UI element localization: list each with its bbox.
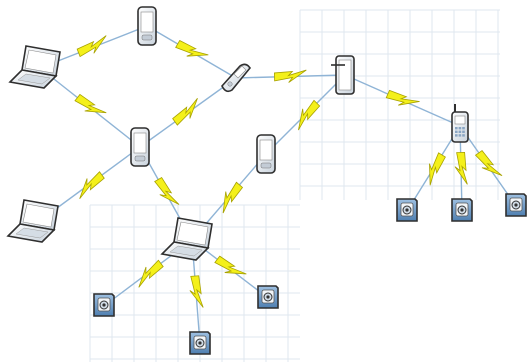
- wireless-link-tablet-top-right-to-smartphone-right: [344, 74, 461, 127]
- links-layer: [37, 25, 517, 345]
- lightning-bolt-icon: [298, 99, 321, 131]
- lightning-bolt-icon: [273, 69, 307, 83]
- wireless-link-smartphone-right-to-camera-right-3: [459, 125, 517, 207]
- lightning-bolt-icon: [429, 152, 446, 186]
- camera-right-1-camera-icon: [396, 198, 418, 222]
- camera-right-2-camera-icon: [451, 198, 473, 222]
- smartphone-right-smartphone-icon: [451, 104, 469, 143]
- camera-right-3-camera-icon: [505, 193, 527, 217]
- lightning-bolt-icon: [79, 171, 105, 200]
- background-grid: [89, 9, 500, 362]
- lightning-bolt-icon: [138, 259, 164, 288]
- wireless-link-pda-top-to-cellphone-center: [146, 25, 237, 79]
- wireless-link-smartphone-right-to-camera-right-1: [406, 125, 461, 212]
- lightning-bolt-icon: [189, 275, 204, 308]
- camera-hub-2-camera-icon: [189, 331, 211, 355]
- laptop-bottom-left-laptop-icon: [6, 199, 59, 243]
- wireless-link-tablet-top-right-to-pda-center: [265, 74, 346, 155]
- lightning-bolt-icon: [154, 177, 180, 205]
- lightning-bolt-icon: [74, 93, 107, 114]
- lightning-bolt-icon: [385, 89, 420, 106]
- pda-top-pda-icon: [137, 6, 157, 46]
- laptop-top-left-laptop-icon: [8, 45, 61, 89]
- laptop-hub-laptop-icon: [160, 217, 213, 261]
- lightning-bolt-icon: [474, 150, 503, 177]
- lightning-bolt-icon: [172, 98, 198, 126]
- lightning-bolt-icon: [175, 39, 209, 57]
- wireless-link-pda-left-to-cellphone-center: [139, 77, 237, 148]
- pda-center-pda-icon: [256, 134, 276, 174]
- pda-left-pda-icon: [130, 127, 150, 167]
- lightning-bolt-icon: [214, 255, 247, 275]
- camera-hub-3-camera-icon: [257, 285, 279, 309]
- tablet-top-right-tablet-icon: [331, 55, 355, 95]
- cellphone-center-cellphone-icon: [221, 63, 251, 93]
- lightning-bolt-icon: [454, 152, 468, 185]
- lightning-bolt-icon: [76, 35, 107, 58]
- wireless-link-cellphone-center-to-tablet-top-right: [235, 69, 346, 83]
- wireless-link-laptop-top-left-to-pda-left: [39, 67, 141, 148]
- lightning-bolt-icon: [222, 181, 244, 214]
- nodes-layer: [6, 6, 527, 355]
- camera-hub-1-camera-icon: [93, 293, 115, 317]
